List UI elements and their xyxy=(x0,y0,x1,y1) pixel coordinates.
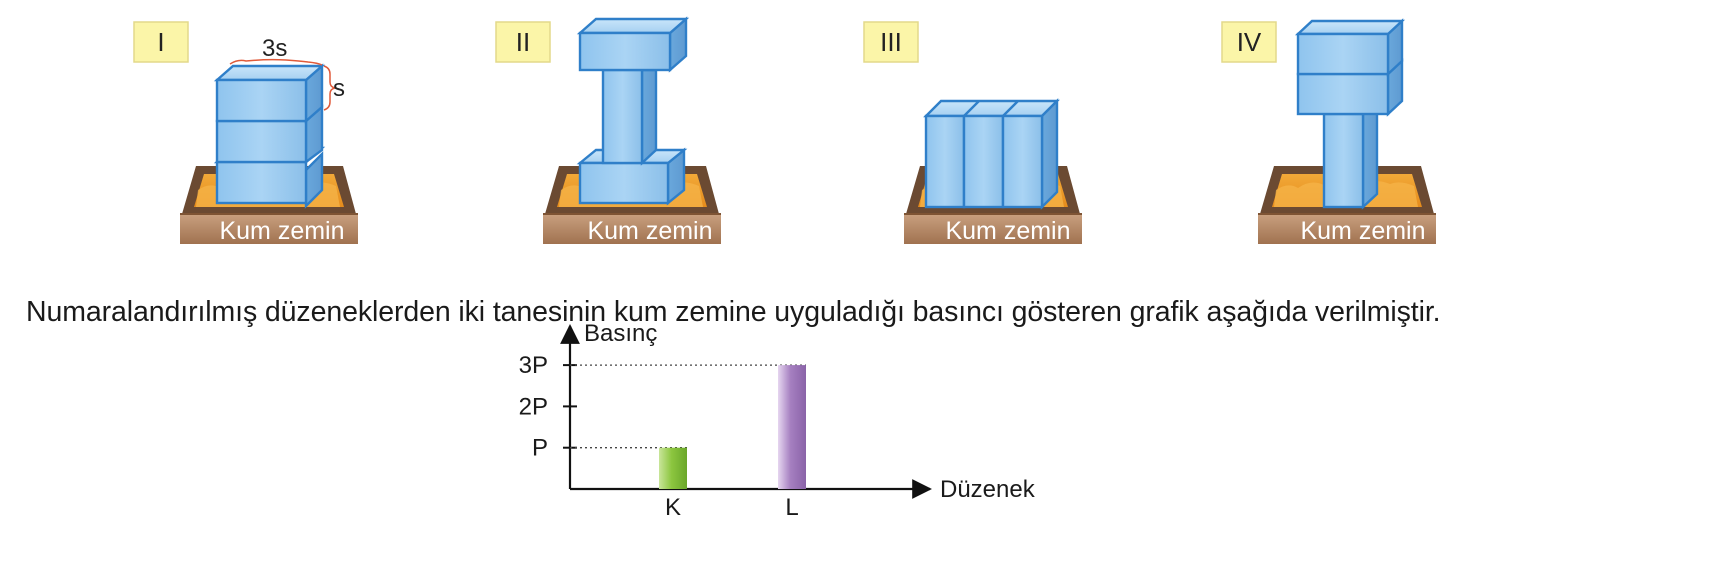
y-tick-label-1: P xyxy=(532,435,548,462)
x-tick-label-K: K xyxy=(665,494,681,521)
y-tick-label-3: 3P xyxy=(519,352,548,379)
ground-label-2: Kum zemin xyxy=(587,217,712,245)
setup-2: II Kum zemin xyxy=(495,16,721,245)
x-tick-label-L: L xyxy=(785,494,798,521)
block-stack-2 xyxy=(576,16,690,206)
pressure-chart: Basınç Düzenek P 2P 3P K L xyxy=(519,320,1036,521)
x-axis-label: Düzenek xyxy=(940,476,1036,503)
setup-label-4: IV xyxy=(1237,27,1262,57)
setup-label-box-2 xyxy=(495,21,551,63)
setup-label-2: II xyxy=(516,27,530,57)
setup-3: III Kum zemin xyxy=(863,21,1082,245)
ground-label-3: Kum zemin xyxy=(945,217,1070,245)
width-brace xyxy=(229,58,323,66)
block-stack-1 xyxy=(213,63,326,209)
setup-label-box-3 xyxy=(863,21,919,63)
setup-label-box-1 xyxy=(133,21,189,63)
bar-L xyxy=(778,365,806,489)
chart-marks: P 2P 3P K L xyxy=(519,352,806,521)
setup-4: IV Kum zemin xyxy=(1221,18,1436,245)
y-tick-label-2: 2P xyxy=(519,393,548,420)
setup-1: 3s s I Kum zemin xyxy=(133,21,358,245)
block-stack-3 xyxy=(923,98,1060,210)
bar-K xyxy=(659,447,687,489)
height-brace xyxy=(323,65,336,111)
setup-label-box-4 xyxy=(1221,21,1277,63)
ground-label-4: Kum zemin xyxy=(1300,217,1425,245)
height-label: s xyxy=(333,75,345,102)
question-caption: Numaralandırılmış düzeneklerden iki tane… xyxy=(26,296,1441,328)
ground-label-1: Kum zemin xyxy=(219,217,344,245)
setup-label-1: I xyxy=(157,27,164,57)
width-label: 3s xyxy=(262,35,287,62)
setup-label-3: III xyxy=(880,27,902,57)
block-stack-4 xyxy=(1294,18,1406,210)
y-axis-label: Basınç xyxy=(584,320,657,347)
